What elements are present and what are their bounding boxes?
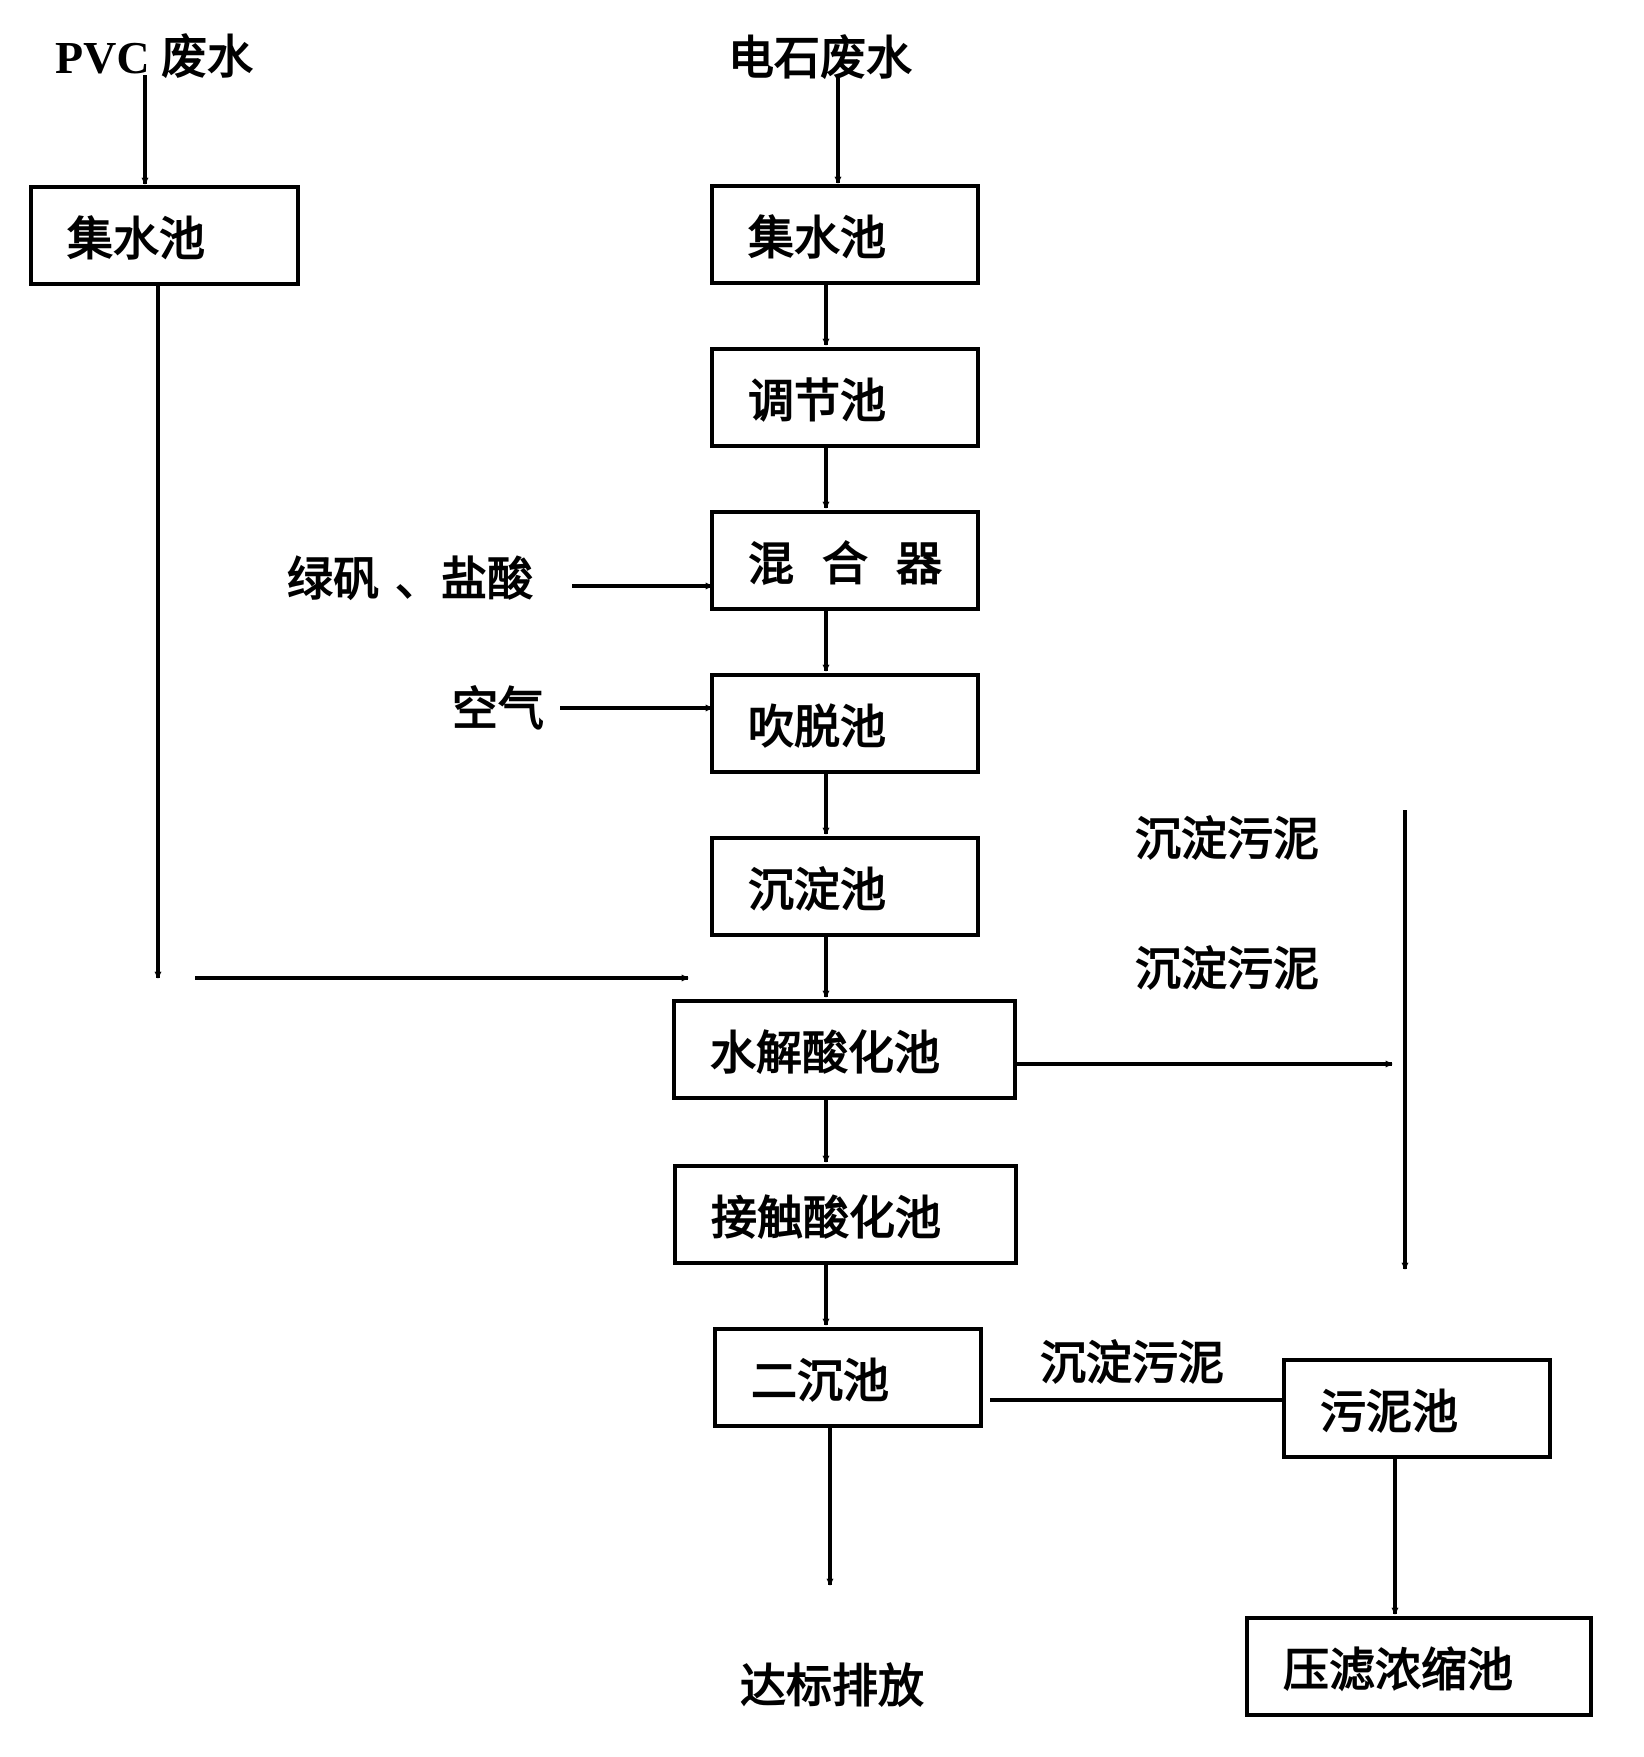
equalization-tank: 调节池 [710,347,980,448]
carbide-wastewater-label: 电石废水 [728,31,912,85]
contact-acidification-tank: 接触酸化池 [673,1164,1018,1265]
equalization-tank-label: 调节池 [748,373,886,428]
filter-press-thickener-label: 压滤浓缩池 [1283,1642,1513,1697]
secondary-clarifier-label: 二沉池 [751,1353,889,1408]
stripping-tank-label: 吹脱池 [748,699,886,754]
contact-acidification-tank-label: 接触酸化池 [711,1190,941,1245]
hydrolysis-acidification-tank: 水解酸化池 [672,999,1017,1100]
mixer-label: 混 合 器 [748,536,949,591]
filter-press-thickener: 压滤浓缩池 [1245,1616,1593,1717]
reagent-label: 绿矾 、盐酸 [287,552,534,606]
hydrolysis-acidification-tank-label: 水解酸化池 [710,1025,940,1080]
sedimentation-tank-label: 沉淀池 [748,862,886,917]
mixer: 混 合 器 [710,510,980,611]
stripping-tank: 吹脱池 [710,673,980,774]
collection-tank: 集水池 [710,184,980,285]
sludge-tank: 污泥池 [1282,1358,1552,1459]
secondary-clarifier: 二沉池 [713,1327,983,1428]
collection-tank-label: 集水池 [748,210,886,265]
sludge-label-mid: 沉淀污泥 [1135,942,1319,996]
pvc-collection-tank: 集水池 [29,185,300,286]
pvc-wastewater-label: PVC 废水 [55,32,254,83]
discharge-label: 达标排放 [740,1659,924,1713]
sludge-tank-label: 污泥池 [1320,1384,1458,1439]
pvc-collection-tank-label: 集水池 [67,211,205,266]
sedimentation-tank: 沉淀池 [710,836,980,937]
sludge-label-bottom: 沉淀污泥 [1040,1336,1224,1390]
sludge-label-top: 沉淀污泥 [1135,812,1319,866]
air-label: 空气 [452,682,544,736]
